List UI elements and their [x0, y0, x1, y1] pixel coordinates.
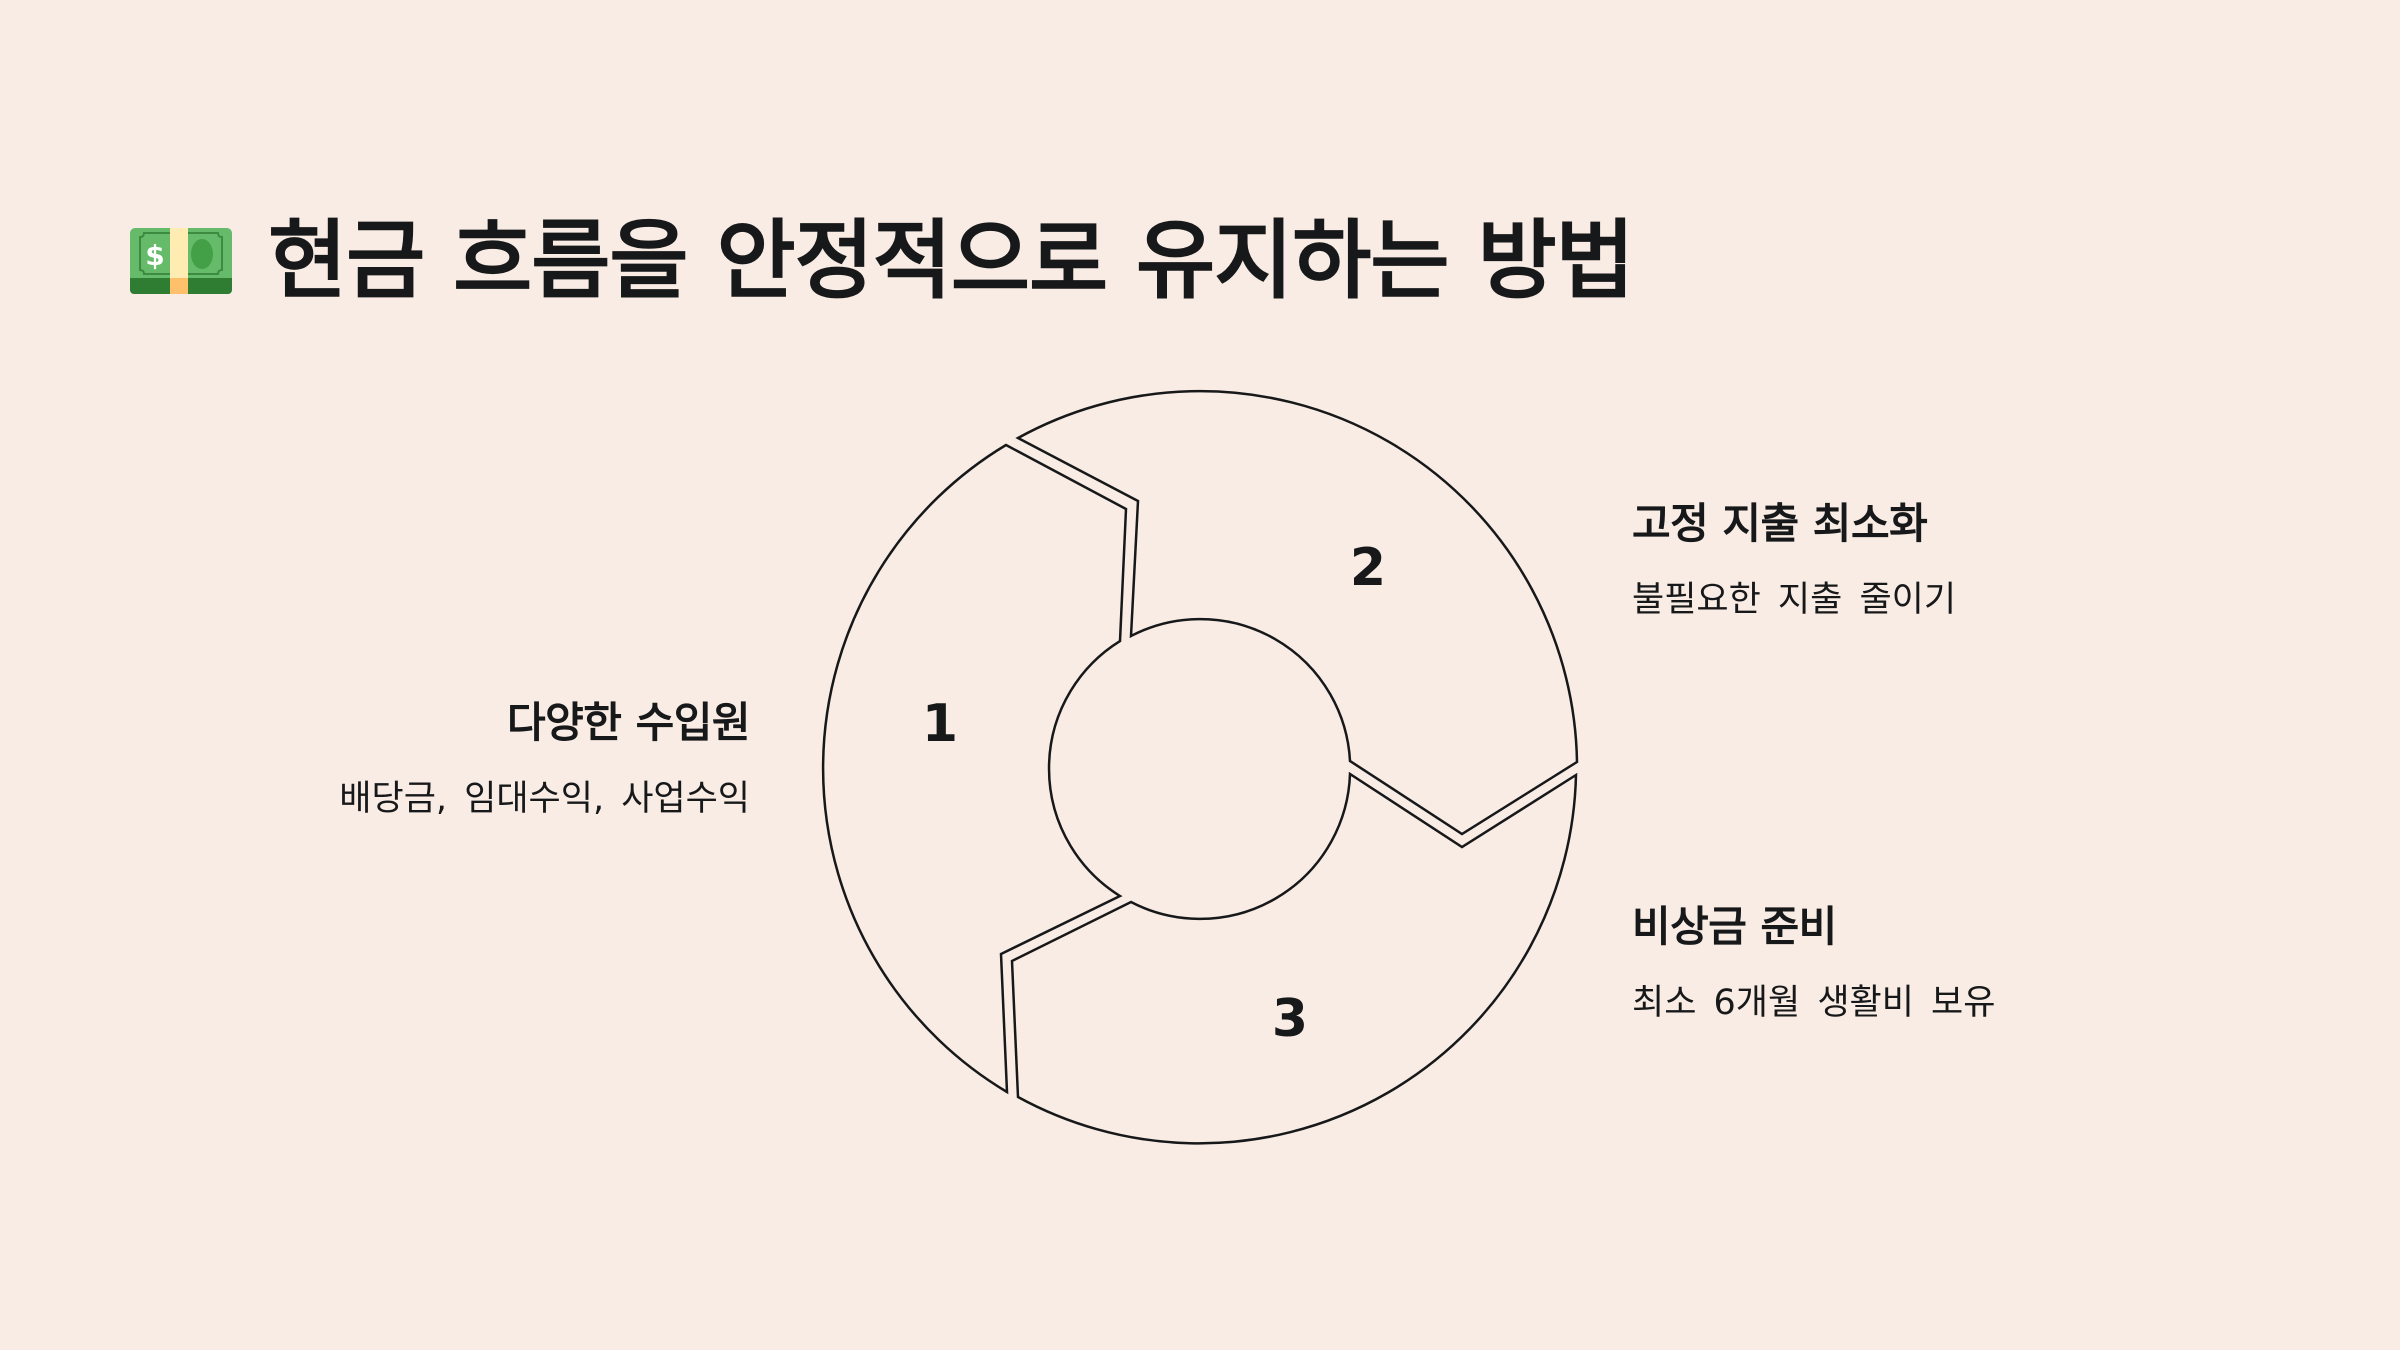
segment-2-heading: 고정 지출 최소화 — [1632, 499, 1928, 548]
segment-2-number: 2 — [1350, 538, 1386, 598]
segment-1-description: 배당금, 임대수익, 사업수익 — [339, 779, 750, 819]
page-title: 현금 흐름을 안정적으로 유지하는 방법 — [268, 211, 1635, 311]
segment-3[interactable] — [1010, 771, 1578, 1145]
segment-2[interactable] — [1015, 389, 1579, 836]
segment-1[interactable] — [821, 443, 1128, 1095]
money-bill-icon: $ — [130, 228, 232, 294]
segment-2-label: 고정 지출 최소화 불필요한 지출 줄이기 — [1632, 503, 1956, 618]
segment-3-heading: 비상금 준비 — [1632, 902, 1837, 951]
segment-3-label: 비상금 준비 최소 6개월 생활비 보유 — [1632, 906, 1995, 1021]
segment-1-number: 1 — [922, 694, 958, 754]
segment-2-description: 불필요한 지출 줄이기 — [1632, 580, 1957, 620]
title-row: $ 현금 흐름을 안정적으로 유지하는 방법 — [130, 196, 1635, 326]
segment-3-description: 최소 6개월 생활비 보유 — [1632, 983, 1996, 1023]
segment-1-label: 다양한 수입원 배당금, 임대수익, 사업수익 — [339, 702, 750, 817]
svg-text:$: $ — [145, 239, 164, 272]
segment-1-heading: 다양한 수입원 — [507, 698, 750, 747]
segment-3-number: 3 — [1272, 989, 1308, 1049]
